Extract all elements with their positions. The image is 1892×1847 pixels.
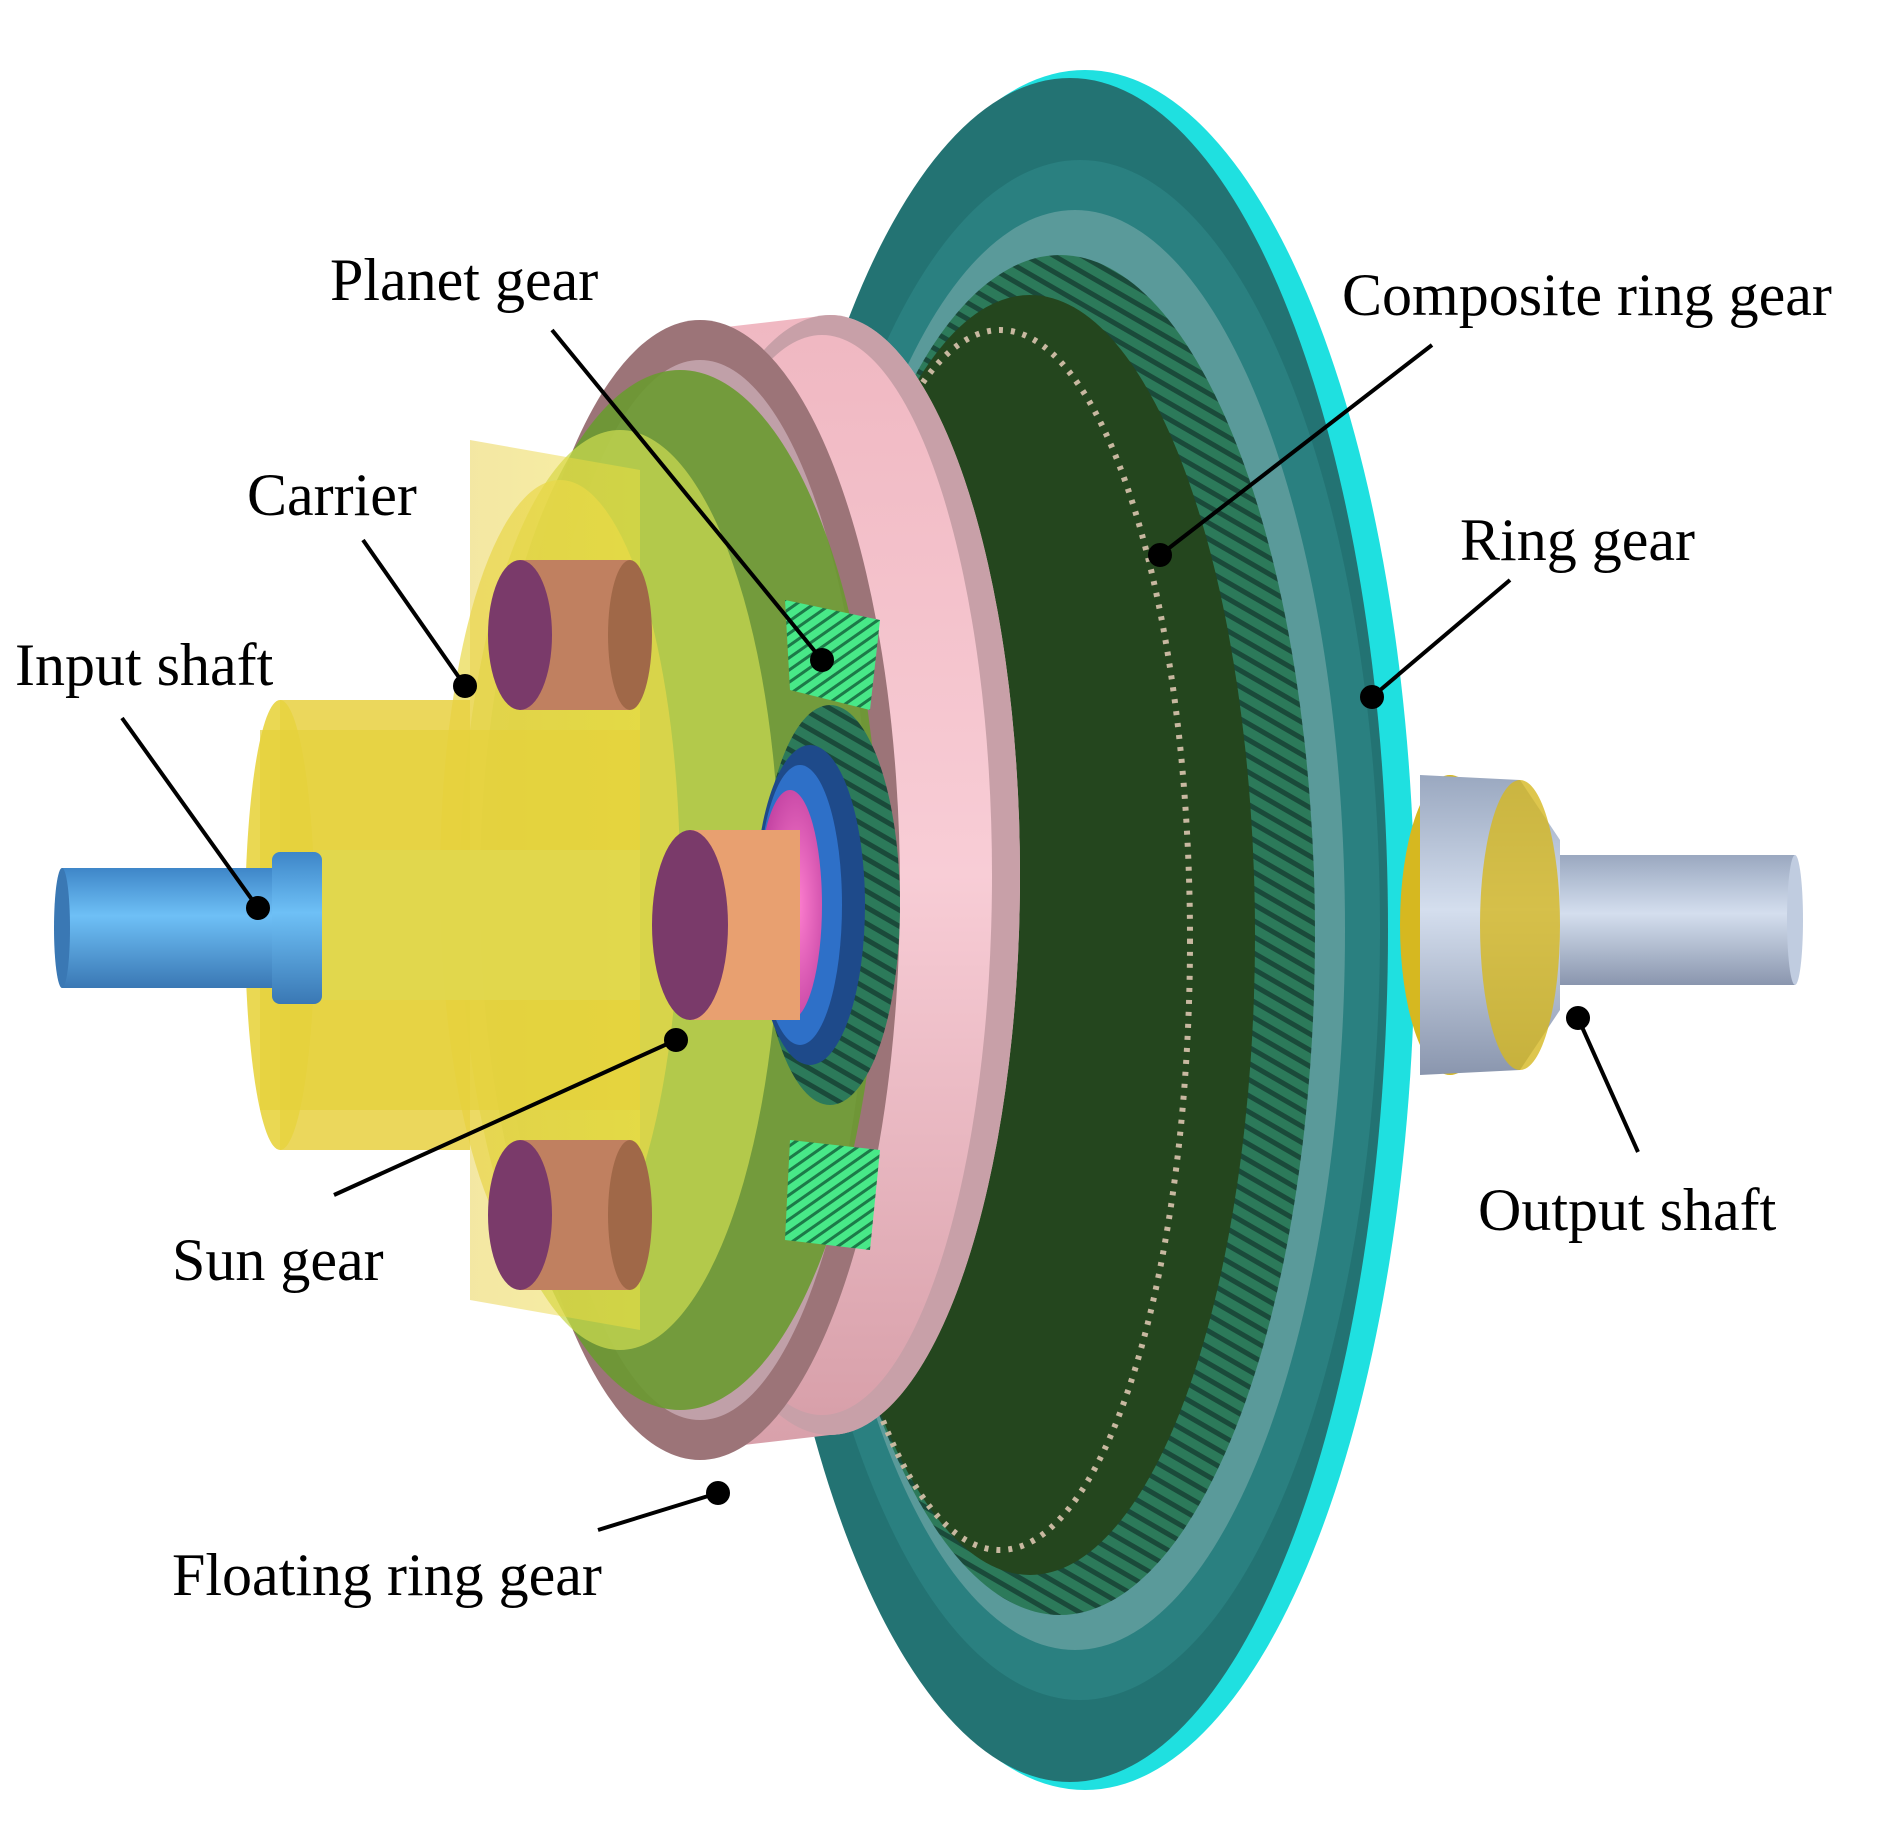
leader-carrier <box>361 538 477 698</box>
leader-planet-gear <box>550 328 834 672</box>
label-output-shaft: Output shaft <box>1478 1177 1777 1243</box>
planet-pin-top <box>488 560 652 710</box>
input-hub <box>245 700 640 1150</box>
planet-pins <box>488 560 800 1290</box>
planet-pin-center <box>652 830 800 1020</box>
label-floating-ring-gear: Floating ring gear <box>172 1542 602 1608</box>
leader-output-shaft <box>1566 1006 1640 1153</box>
label-composite-ring-gear: Composite ring gear <box>1342 262 1832 328</box>
label-ring-gear: Ring gear <box>1460 507 1695 573</box>
leader-lines <box>120 328 1640 1532</box>
planet-pin-bottom <box>488 1140 652 1290</box>
label-sun-gear: Sun gear <box>172 1227 384 1293</box>
label-carrier: Carrier <box>247 462 417 528</box>
leader-input-shaft <box>120 716 270 920</box>
leader-composite-ring-gear <box>1148 343 1434 567</box>
output-shaft <box>1400 775 1803 1075</box>
label-input-shaft: Input shaft <box>15 632 274 698</box>
input-shaft <box>54 852 322 1004</box>
leader-sun-gear <box>333 1028 688 1197</box>
leader-ring-gear <box>1360 578 1512 709</box>
label-planet-gear: Planet gear <box>330 247 599 313</box>
leader-floating-ring-gear <box>597 1481 730 1532</box>
